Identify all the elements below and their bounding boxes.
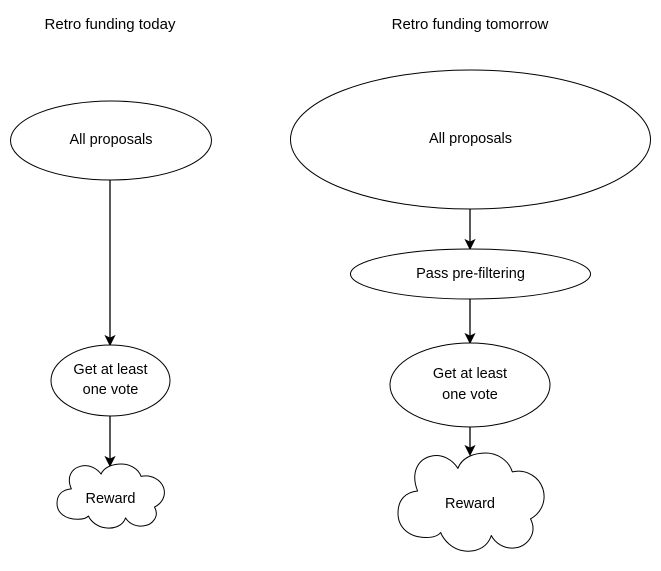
arrow-head-icon: [464, 444, 476, 457]
column-title-today: Retro funding today: [45, 16, 176, 33]
arrow-head-icon: [464, 238, 476, 251]
edge-tomorrow-vote-to-reward[interactable]: [464, 427, 476, 457]
ellipse-shape: [389, 342, 551, 428]
node-label-line-1: Get at least: [73, 362, 147, 378]
edge-today-vote-to-reward[interactable]: [104, 416, 116, 468]
node-label: All proposals: [69, 132, 152, 148]
column-title-tomorrow: Retro funding tomorrow: [392, 16, 549, 33]
cloud-shape: [397, 452, 545, 552]
node-label: Pass pre-filtering: [416, 266, 525, 282]
arrow-head-icon: [104, 334, 116, 347]
node-today-reward[interactable]: Reward: [56, 463, 165, 529]
arrow-head-icon: [464, 332, 476, 345]
edge-tomorrow-prefilter-to-vote[interactable]: [464, 299, 476, 345]
node-label: All proposals: [429, 131, 512, 147]
node-tomorrow-reward[interactable]: Reward: [397, 452, 545, 552]
cloud-shape: [56, 463, 165, 529]
ellipse-shape: [10, 100, 212, 181]
node-today-all-proposals[interactable]: All proposals: [10, 100, 212, 181]
node-label: Reward: [86, 491, 136, 507]
node-tomorrow-all-proposals[interactable]: All proposals: [290, 69, 651, 210]
edge-today-proposals-to-vote[interactable]: [104, 180, 116, 347]
edge-tomorrow-proposals-to-prefilter[interactable]: [464, 209, 476, 251]
node-tomorrow-pass-pre-filtering[interactable]: Pass pre-filtering: [350, 248, 591, 300]
node-label: Reward: [445, 496, 495, 512]
node-label-line-1: Get at least: [433, 366, 507, 382]
node-tomorrow-get-one-vote[interactable]: Get at least one vote: [389, 342, 551, 428]
ellipse-shape: [50, 344, 171, 417]
node-label-line-2: one vote: [83, 382, 139, 398]
arrow-head-icon: [104, 455, 116, 468]
node-label-line-2: one vote: [442, 387, 498, 403]
node-today-get-one-vote[interactable]: Get at least one vote: [50, 344, 171, 417]
